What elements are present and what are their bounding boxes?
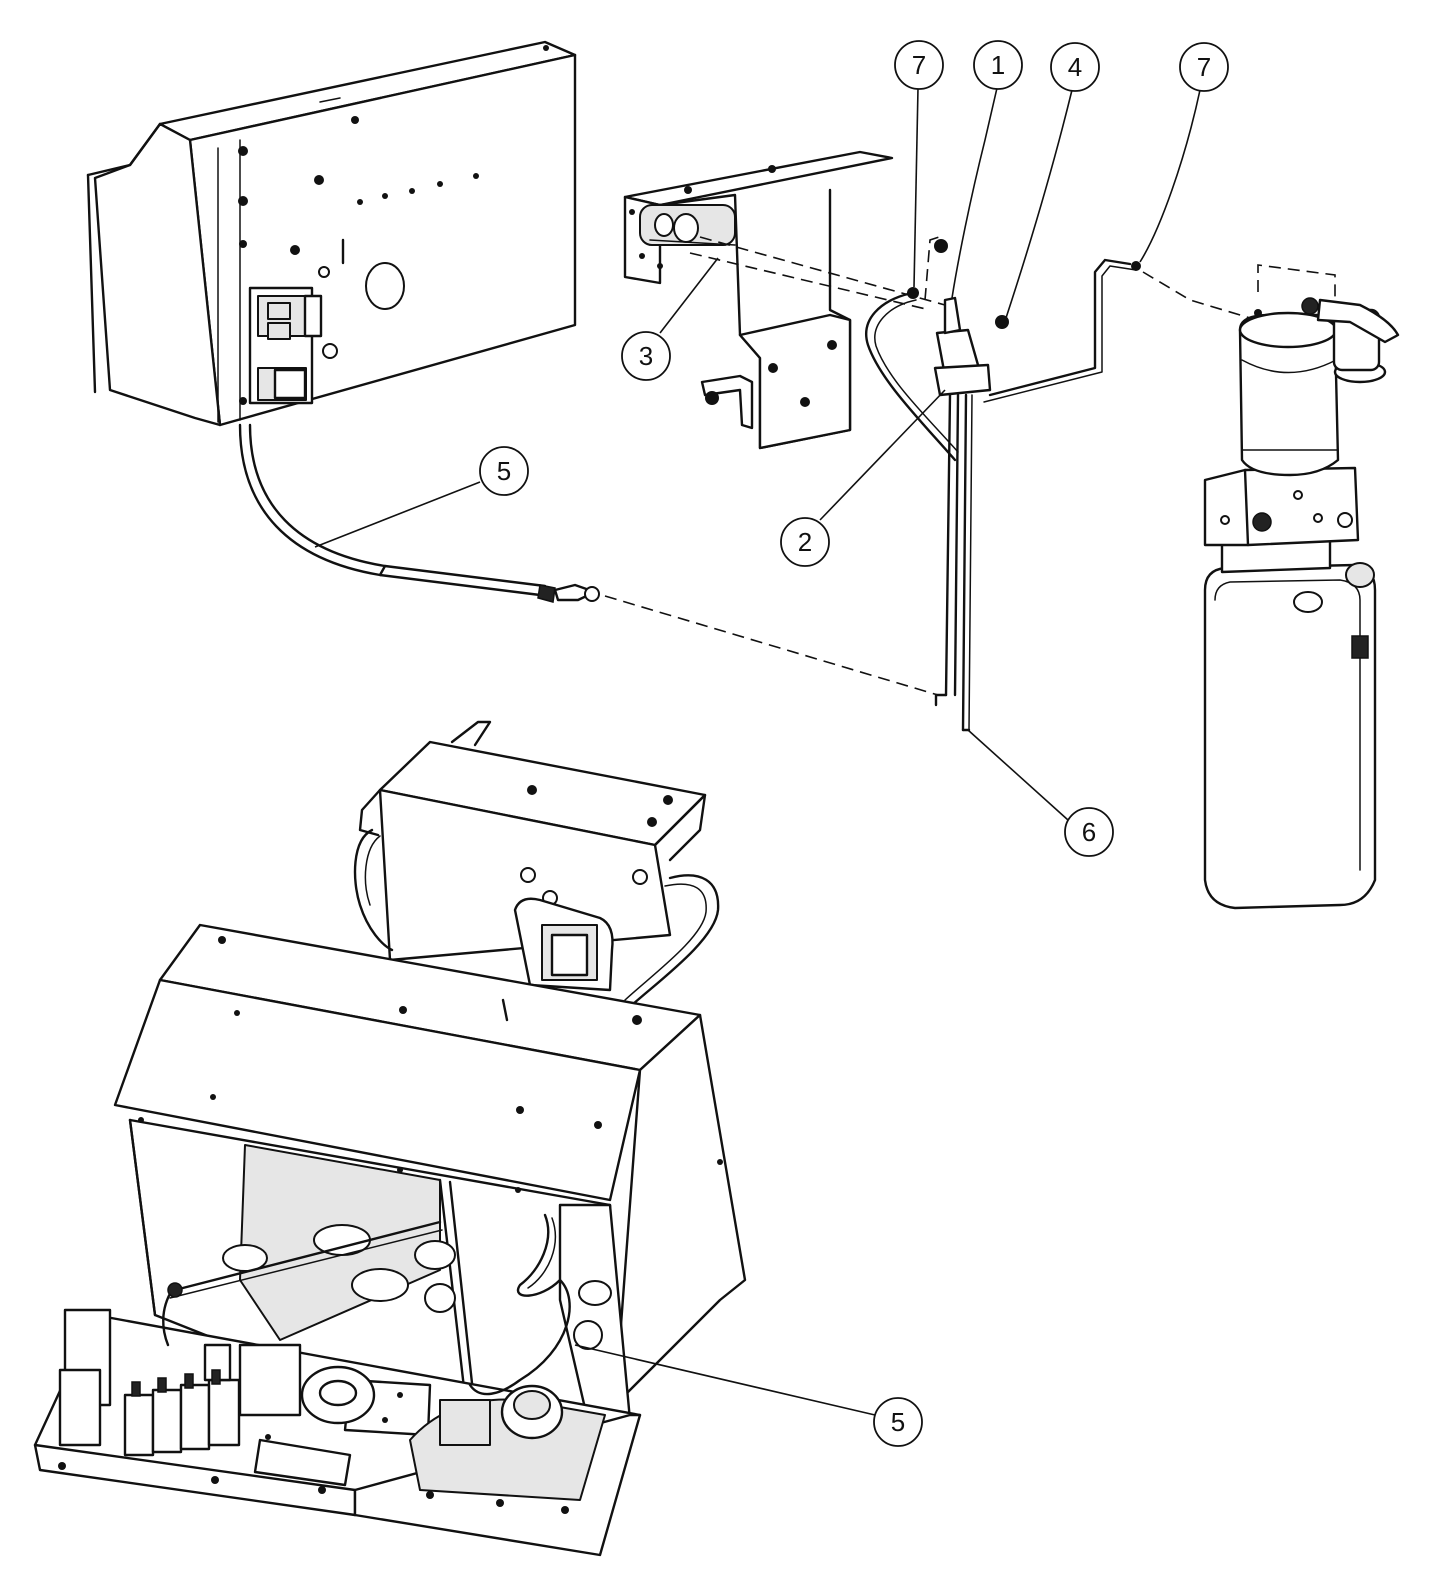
bottom-assembly (33, 720, 747, 1557)
callout-4: 4 (1050, 42, 1100, 92)
fastener-dash-lines (689, 234, 946, 311)
cable-5-top (238, 423, 600, 603)
callout-7-top-left: 7 (894, 40, 944, 90)
callout-7-top-right: 7 (1179, 42, 1229, 92)
callout-label: 3 (639, 341, 653, 371)
callout-label: 7 (912, 50, 926, 80)
connection-dash-line (604, 595, 939, 696)
callout-5-bottom: 5 (873, 1397, 923, 1447)
relay-harness-assembly (865, 239, 1141, 732)
callout-2: 2 (780, 517, 830, 567)
callout-label: 2 (798, 527, 812, 557)
callout-6: 6 (1064, 807, 1114, 857)
callout-label: 1 (991, 50, 1005, 80)
callout-label: 5 (891, 1407, 905, 1437)
callout-label: 4 (1068, 52, 1082, 82)
callout-leaders (314, 87, 1201, 1416)
callout-label: 5 (497, 456, 511, 486)
callout-1: 1 (973, 40, 1023, 90)
callout-label: 7 (1197, 52, 1211, 82)
pump-dash-lines (1142, 264, 1336, 319)
callout-5-top: 5 (479, 446, 529, 496)
callout-label: 6 (1082, 817, 1096, 847)
callout-3: 3 (621, 331, 671, 381)
hydraulic-pump (1203, 297, 1400, 910)
relay-bracket (623, 150, 894, 450)
control-box-top (86, 40, 577, 427)
